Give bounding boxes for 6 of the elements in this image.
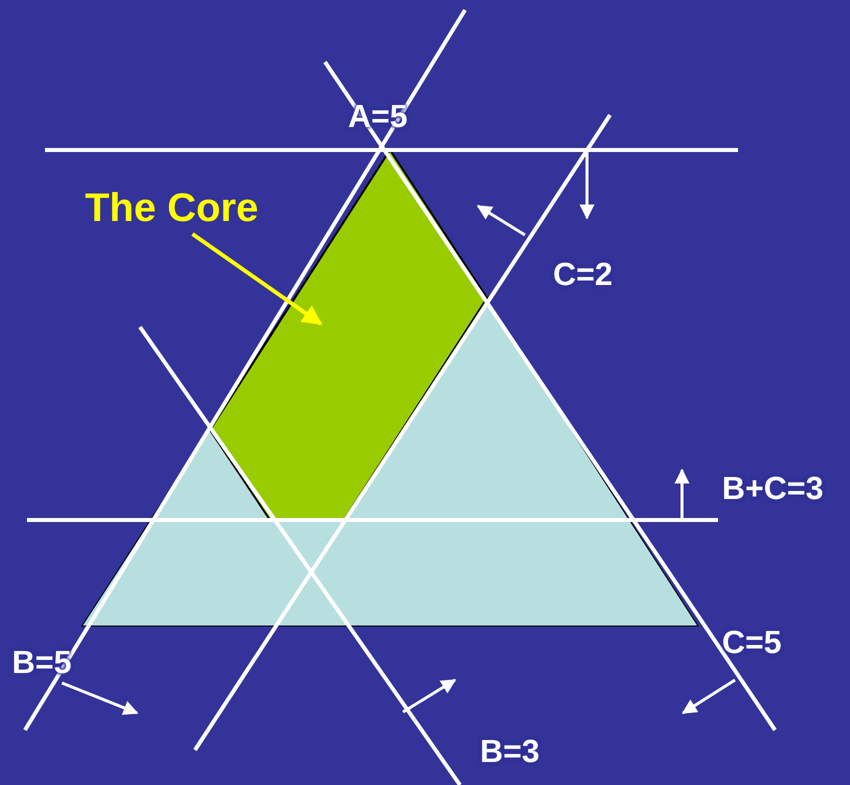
- region-label: The Core: [85, 186, 258, 230]
- constraint-label: C=5: [722, 624, 782, 660]
- constraint-label: B+C=3: [722, 470, 824, 506]
- constraint-label: C=2: [553, 256, 613, 292]
- leader-arrow: [191, 232, 322, 326]
- constraint-label: B=3: [480, 733, 540, 769]
